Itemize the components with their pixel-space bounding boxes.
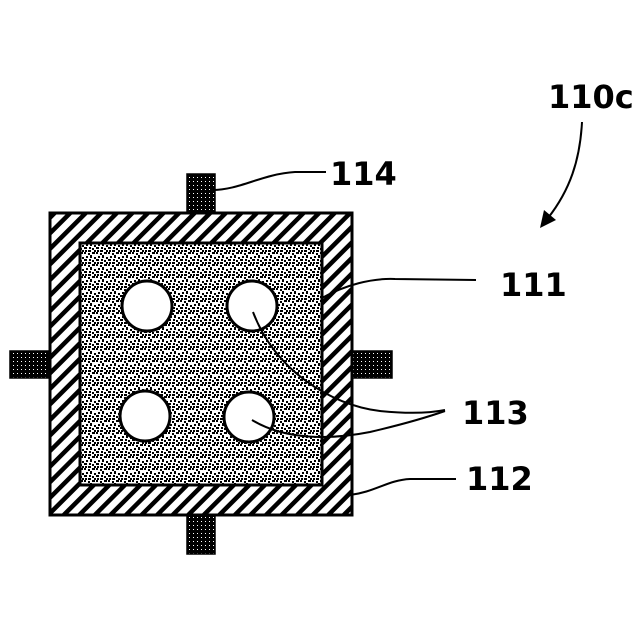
tab-bottom <box>187 514 215 554</box>
label-113: 113 <box>462 394 529 432</box>
label-114: 114 <box>330 155 397 193</box>
leader-line-114 <box>212 172 326 190</box>
leader-line-112 <box>350 479 456 495</box>
hole-top-left <box>122 281 172 331</box>
label-112: 112 <box>466 460 533 498</box>
label-110c: 110c <box>548 78 634 116</box>
assembly-arrowhead <box>540 210 556 228</box>
tab-right <box>350 351 392 378</box>
label-111: 111 <box>500 266 567 304</box>
hole-top-right <box>227 281 277 331</box>
tab-top <box>187 174 215 214</box>
tab-left <box>10 351 52 378</box>
assembly-arrow-line <box>548 122 582 218</box>
hole-bottom-right <box>224 392 274 442</box>
hole-bottom-left <box>120 391 170 441</box>
